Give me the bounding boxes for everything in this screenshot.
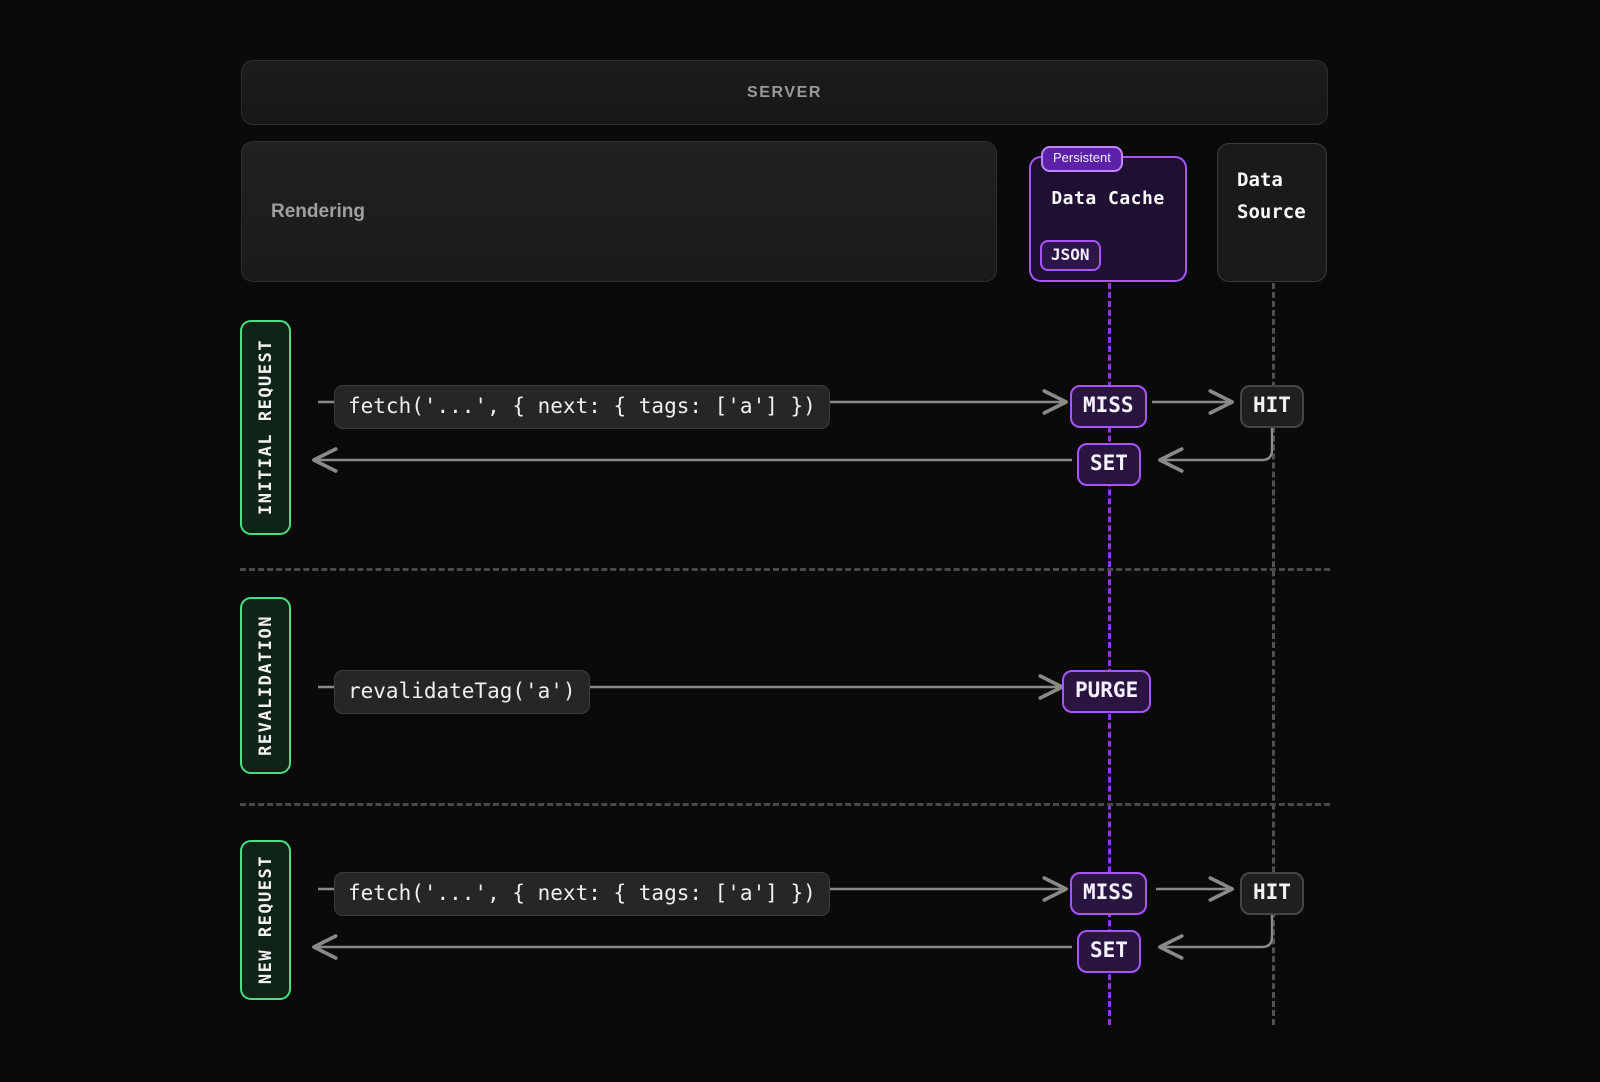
- phase-label-new-request: NEW REQUEST: [240, 840, 291, 1000]
- badge-cache-miss-new: MISS: [1070, 872, 1147, 916]
- code-pill-revalidate-tag: revalidateTag('a'): [334, 670, 590, 715]
- data-cache-title: Data Cache: [1051, 188, 1165, 209]
- server-title: SERVER: [746, 83, 823, 101]
- badge-cache-set-new: SET: [1077, 930, 1141, 974]
- rendering-container: Rendering: [241, 141, 997, 282]
- badge-cache-purge: PURGE: [1062, 670, 1152, 714]
- badge-source-hit-initial: HIT: [1240, 385, 1304, 429]
- section-divider-1: [240, 568, 1330, 571]
- persistent-badge: Persistent: [1041, 146, 1123, 172]
- data-source-title-line1: Data: [1237, 169, 1283, 191]
- badge-cache-set-initial: SET: [1077, 443, 1141, 487]
- data-cache-lifeline: [1108, 283, 1111, 1025]
- server-container: SERVER: [241, 60, 1328, 125]
- badge-source-hit-new: HIT: [1240, 872, 1304, 916]
- badge-cache-miss-initial: MISS: [1070, 385, 1147, 429]
- phase-label-revalidation: REVALIDATION: [240, 597, 291, 774]
- code-pill-fetch-initial: fetch('...', { next: { tags: ['a'] }): [334, 385, 830, 430]
- code-pill-fetch-new: fetch('...', { next: { tags: ['a'] }): [334, 872, 830, 917]
- phase-label-initial-request: INITIAL REQUEST: [240, 320, 291, 535]
- section-divider-2: [240, 803, 1330, 806]
- data-source-title-line2: Source: [1237, 201, 1306, 224]
- json-badge: JSON: [1040, 240, 1101, 271]
- phase-label-text: NEW REQUEST: [255, 855, 276, 985]
- rendering-label: Rendering: [271, 200, 365, 222]
- data-source-lifeline: [1272, 283, 1275, 1025]
- data-source-container: Data Source: [1217, 143, 1327, 282]
- phase-label-text: INITIAL REQUEST: [255, 339, 276, 516]
- phase-label-text: REVALIDATION: [255, 615, 276, 756]
